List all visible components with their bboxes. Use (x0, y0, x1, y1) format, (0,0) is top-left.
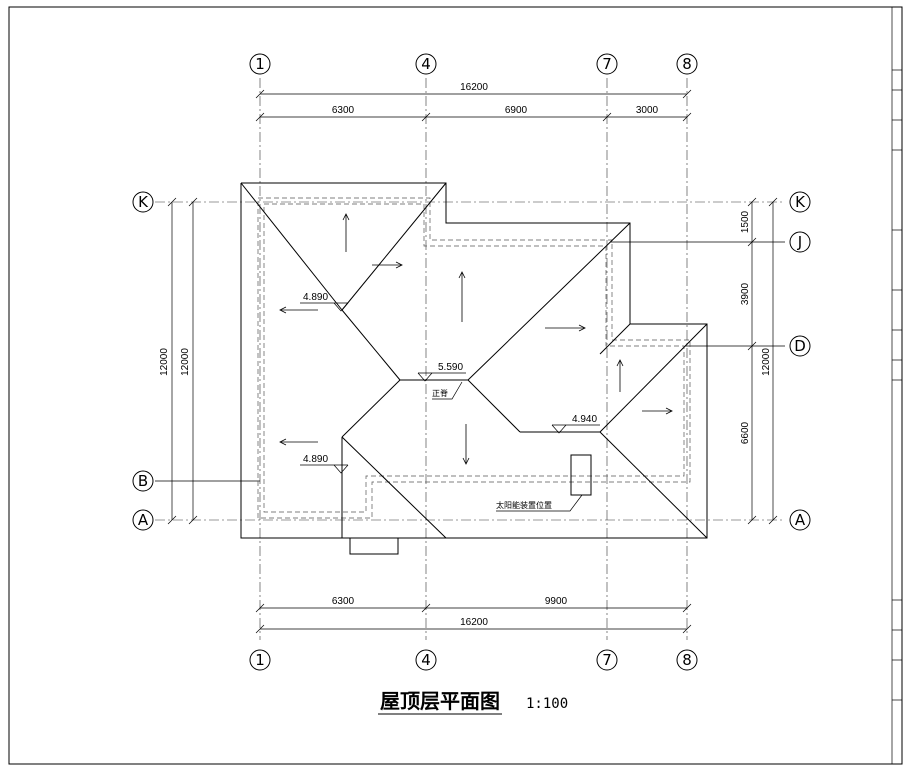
elevation-marker-lower-left: 4.890 (300, 454, 349, 474)
dim-bottom-seg-1: 6300 (332, 596, 355, 607)
roof-outline (240, 182, 708, 555)
solar-note-text: 太阳能装置位置 (496, 500, 552, 510)
axis-top-1: 1 (255, 55, 265, 73)
axis-left-A: A (138, 511, 149, 529)
left-axis-markers: K B A (132, 191, 154, 531)
title-text: 屋顶层平面图 (380, 689, 500, 713)
ridge-note: 正脊 (432, 381, 463, 400)
dim-bottom-total: 16200 (460, 617, 488, 628)
axis-right-J: J (797, 233, 802, 251)
top-axis-markers: 1 4 7 8 (249, 53, 698, 75)
elevation-marker-upper-left: 4.890 (300, 292, 349, 312)
dim-bottom-seg-2: 9900 (545, 596, 568, 607)
bottom-axis-markers: 1 4 7 8 (249, 649, 698, 671)
vertical-grid-lines (259, 78, 688, 640)
left-dimensions: 12000 12000 (159, 197, 198, 525)
bottom-dimensions: 6300 9900 16200 (255, 596, 692, 634)
ridge-note-text: 正脊 (432, 388, 448, 398)
elevation-marker-ridge: 5.590 (417, 362, 466, 382)
dim-right-seg-1: 1500 (740, 210, 751, 233)
elevation-marker-right: 4.940 (551, 414, 600, 434)
sheet-border (8, 6, 903, 765)
dim-left-outer: 12000 (159, 348, 170, 376)
wall-dashed-outline (257, 197, 691, 519)
dim-right-total: 12000 (761, 348, 772, 376)
axis-top-8: 8 (682, 55, 692, 73)
axis-left-K: K (138, 193, 149, 211)
dim-top-seg-3: 3000 (636, 105, 659, 116)
dim-top-seg-1: 6300 (332, 105, 355, 116)
elev-right: 4.940 (572, 414, 597, 425)
dim-top-total: 16200 (460, 82, 488, 93)
slope-arrows (279, 213, 673, 465)
axis-bottom-4: 4 (421, 651, 431, 669)
horizontal-grid-lines (155, 201, 785, 521)
axis-bottom-1: 1 (255, 651, 265, 669)
roof-hips-ridges (240, 182, 708, 539)
title-block-ticks (892, 69, 902, 701)
elev-upper-left: 4.890 (303, 292, 328, 303)
dim-right-seg-2: 3900 (740, 282, 751, 305)
axis-bottom-8: 8 (682, 651, 692, 669)
axis-top-7: 7 (602, 55, 612, 73)
solar-device: 太阳能装置位置 (496, 454, 592, 512)
title-scale: 1:100 (526, 696, 568, 712)
axis-left-B: B (138, 472, 148, 490)
axis-top-4: 4 (421, 55, 431, 73)
dim-left-inner: 12000 (180, 348, 191, 376)
solar-device-outline (570, 454, 592, 496)
axis-right-D: D (794, 337, 806, 355)
elev-lower-left: 4.890 (303, 454, 328, 465)
axis-right-A: A (795, 511, 806, 529)
top-dimensions: 16200 6300 6900 3000 (255, 82, 692, 122)
axis-bottom-7: 7 (602, 651, 612, 669)
right-axis-markers: K J D A (789, 191, 811, 531)
dim-right-seg-3: 6600 (740, 421, 751, 444)
axis-right-K: K (795, 193, 806, 211)
right-dimensions: 1500 3900 6600 12000 (740, 197, 778, 525)
elev-ridge: 5.590 (438, 362, 463, 373)
dim-top-seg-2: 6900 (505, 105, 528, 116)
drawing-title: 屋顶层平面图 1:100 (378, 689, 568, 715)
